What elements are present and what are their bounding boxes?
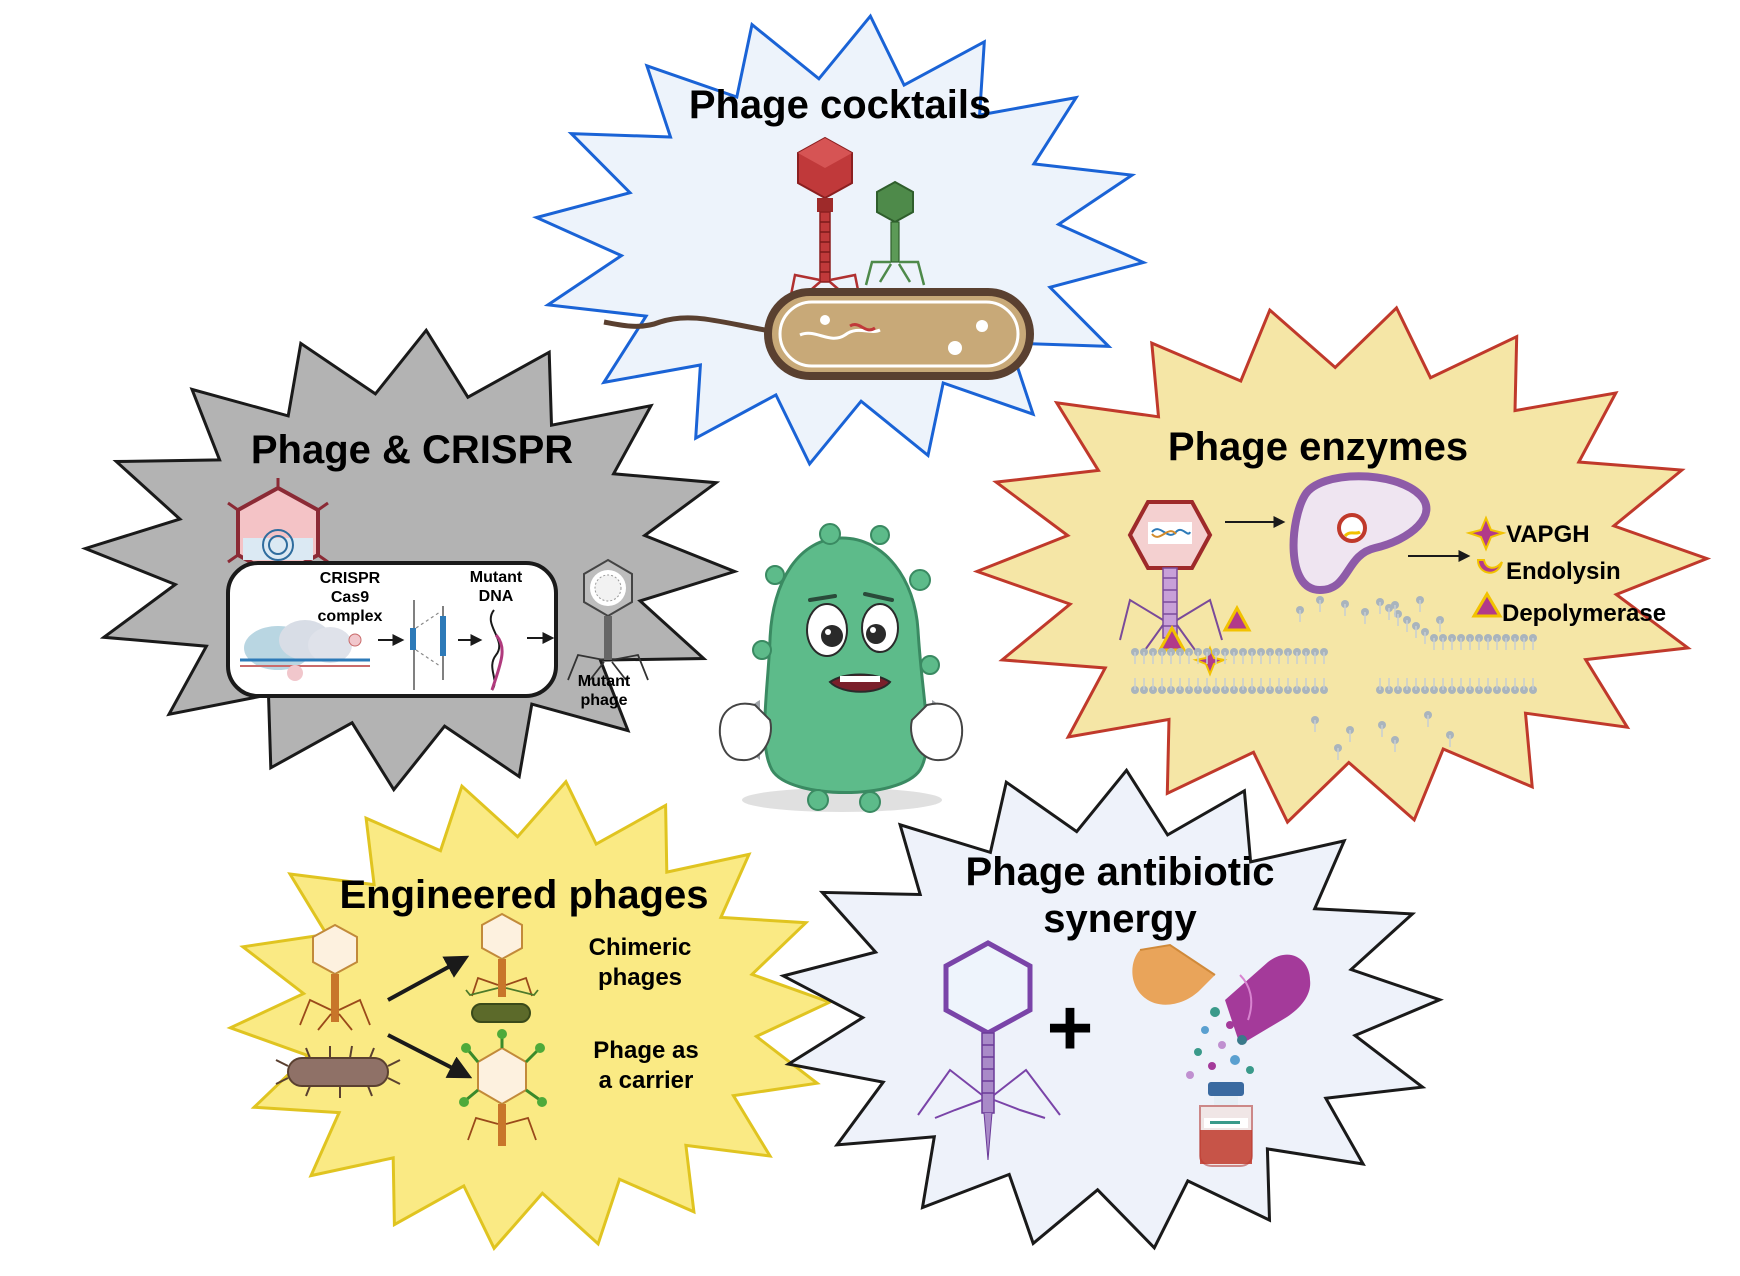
lysing-phage-icon — [1119, 500, 1223, 651]
engineered-phage-icon — [299, 923, 371, 1031]
depolymerase-icon — [1471, 591, 1503, 618]
mutant-phage-label-2: phage — [580, 692, 627, 709]
mutant-dna-label-2: DNA — [479, 588, 514, 605]
sad-bacterium-mascot-icon — [718, 523, 964, 813]
rod-bacterium-icon — [603, 288, 1034, 380]
cocktails-title: Phage cocktails — [689, 83, 991, 127]
enzyme-item-vapgh: VAPGH — [1506, 521, 1590, 548]
panel-phage-cocktails: Phage cocktails — [532, 13, 1148, 467]
carrier-label-1: Phage as — [593, 1037, 698, 1064]
synergy-title-line1: Phage antibiotic — [966, 850, 1275, 894]
vapgh-marker-icon — [1192, 645, 1228, 677]
red-phage-icon — [788, 136, 862, 301]
mutant-phage-icon — [567, 558, 649, 681]
green-phage-icon — [864, 180, 926, 286]
cas9-complex-icon — [240, 620, 370, 681]
arrow-icon — [387, 1033, 473, 1079]
panel-phage-enzymes: Phage enzymes VAPGH Endolysin — [972, 305, 1712, 825]
depolymerase-marker-icon — [1222, 604, 1252, 632]
purple-phage-icon — [917, 940, 1061, 1161]
crispr-complex-label-1: CRISPR — [320, 570, 381, 587]
enzyme-item-depolymerase: Depolymerase — [1502, 600, 1666, 627]
endolysin-icon — [1476, 559, 1503, 574]
plus-sign: + — [1047, 983, 1094, 1072]
chimeric-phage-icon — [465, 912, 539, 1023]
pill-particles-icon — [1186, 1007, 1254, 1079]
mutant-dna-label-1: Mutant — [470, 569, 523, 586]
starburst-crispr — [80, 327, 740, 793]
host-bacterium-icon — [275, 1045, 401, 1098]
starburst-synergy — [779, 767, 1444, 1251]
panel-phage-antibiotic-synergy: Phage antibiotic synergy + — [779, 767, 1444, 1251]
engineered-title: Engineered phages — [340, 873, 709, 917]
bacterial-cell-icon — [1289, 472, 1431, 595]
enzymes-title: Phage enzymes — [1168, 425, 1468, 469]
panel-phage-crispr: Phage & CRISPR CRISPR Cas9 complex — [80, 327, 740, 793]
arrow-icon — [387, 955, 470, 1002]
panel-engineered-phages: Engineered phages Chimeric phages — [226, 779, 834, 1251]
chimeric-label-2: phages — [598, 964, 682, 991]
membrane-icon — [1131, 596, 1537, 760]
chimeric-label-1: Chimeric — [589, 934, 692, 961]
crispr-complex-label-2: Cas9 — [331, 589, 369, 606]
dna-cut-icon — [410, 600, 446, 690]
crispr-complex-label-3: complex — [318, 608, 383, 625]
enzyme-item-endolysin: Endolysin — [1506, 558, 1621, 585]
vial-icon — [1199, 1082, 1253, 1167]
mutant-phage-label-1: Mutant — [578, 673, 631, 690]
carrier-phage-icon — [459, 1029, 547, 1146]
synergy-title-line2: synergy — [1043, 897, 1197, 941]
crispr-title: Phage & CRISPR — [251, 428, 573, 472]
capsule-icon — [1132, 943, 1311, 1045]
carrier-label-2: a carrier — [599, 1067, 694, 1094]
vapgh-icon — [1465, 515, 1507, 552]
crispr-cell-box — [226, 561, 558, 698]
